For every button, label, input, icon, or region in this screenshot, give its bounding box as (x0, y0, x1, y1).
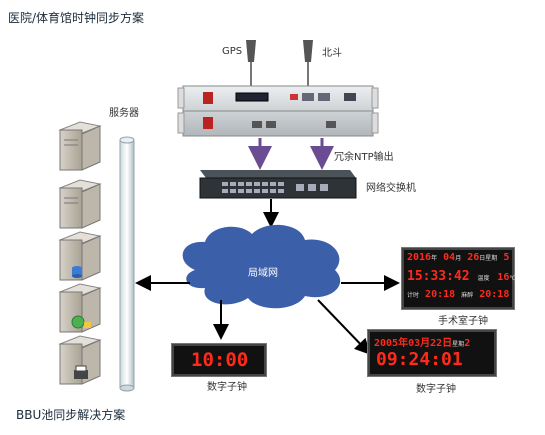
beidou-label: 北斗 (322, 48, 342, 59)
or-clock-label: 手术室子钟 (438, 316, 488, 327)
server-icon (58, 179, 102, 229)
left-clock-time: 10:00 (191, 349, 249, 371)
right-clock-label: 数字子钟 (416, 384, 456, 395)
or-clock-time-row: 15:33:42 温度 16℃ (407, 269, 517, 284)
gps-label: GPS (222, 46, 243, 57)
server-bus-pole (119, 139, 135, 389)
solution-title: BBU池同步解决方案 (16, 408, 126, 422)
web-server-icon (58, 283, 102, 333)
print-server-icon (58, 335, 102, 385)
lan-to-right-clock-arrow (317, 299, 371, 355)
diagram-title: 医院/体育馆时钟同步方案 (8, 11, 145, 25)
lan-cloud-icon (182, 224, 341, 309)
switch-label: 网络交换机 (366, 183, 416, 194)
right-digital-clock-display: 2005年03月22日星期2 09:24:01 (368, 330, 496, 376)
server-icon (58, 121, 102, 171)
time-server-rack (177, 85, 379, 137)
right-clock-time: 09:24:01 (376, 349, 463, 370)
left-clock-label: 数字子钟 (207, 382, 247, 393)
database-server-icon (58, 231, 102, 281)
or-clock-display: 2016年 04月 26日星期 5 15:33:42 温度 16℃ 计时 20:… (402, 248, 517, 309)
network-switch-icon (199, 170, 357, 199)
or-clock-timer-row: 计时 20:18 麻醉 20:18 (407, 289, 510, 300)
left-digital-clock-display: 10:00 (172, 344, 266, 376)
redundant-ntp-label: 冗余NTP输出 (334, 152, 394, 163)
lan-label: 局域网 (248, 268, 278, 279)
or-clock-date-row: 2016年 04月 26日星期 5 (407, 252, 510, 263)
servers-label: 服务器 (109, 108, 139, 119)
right-clock-date-row: 2005年03月22日星期2 (374, 338, 471, 349)
